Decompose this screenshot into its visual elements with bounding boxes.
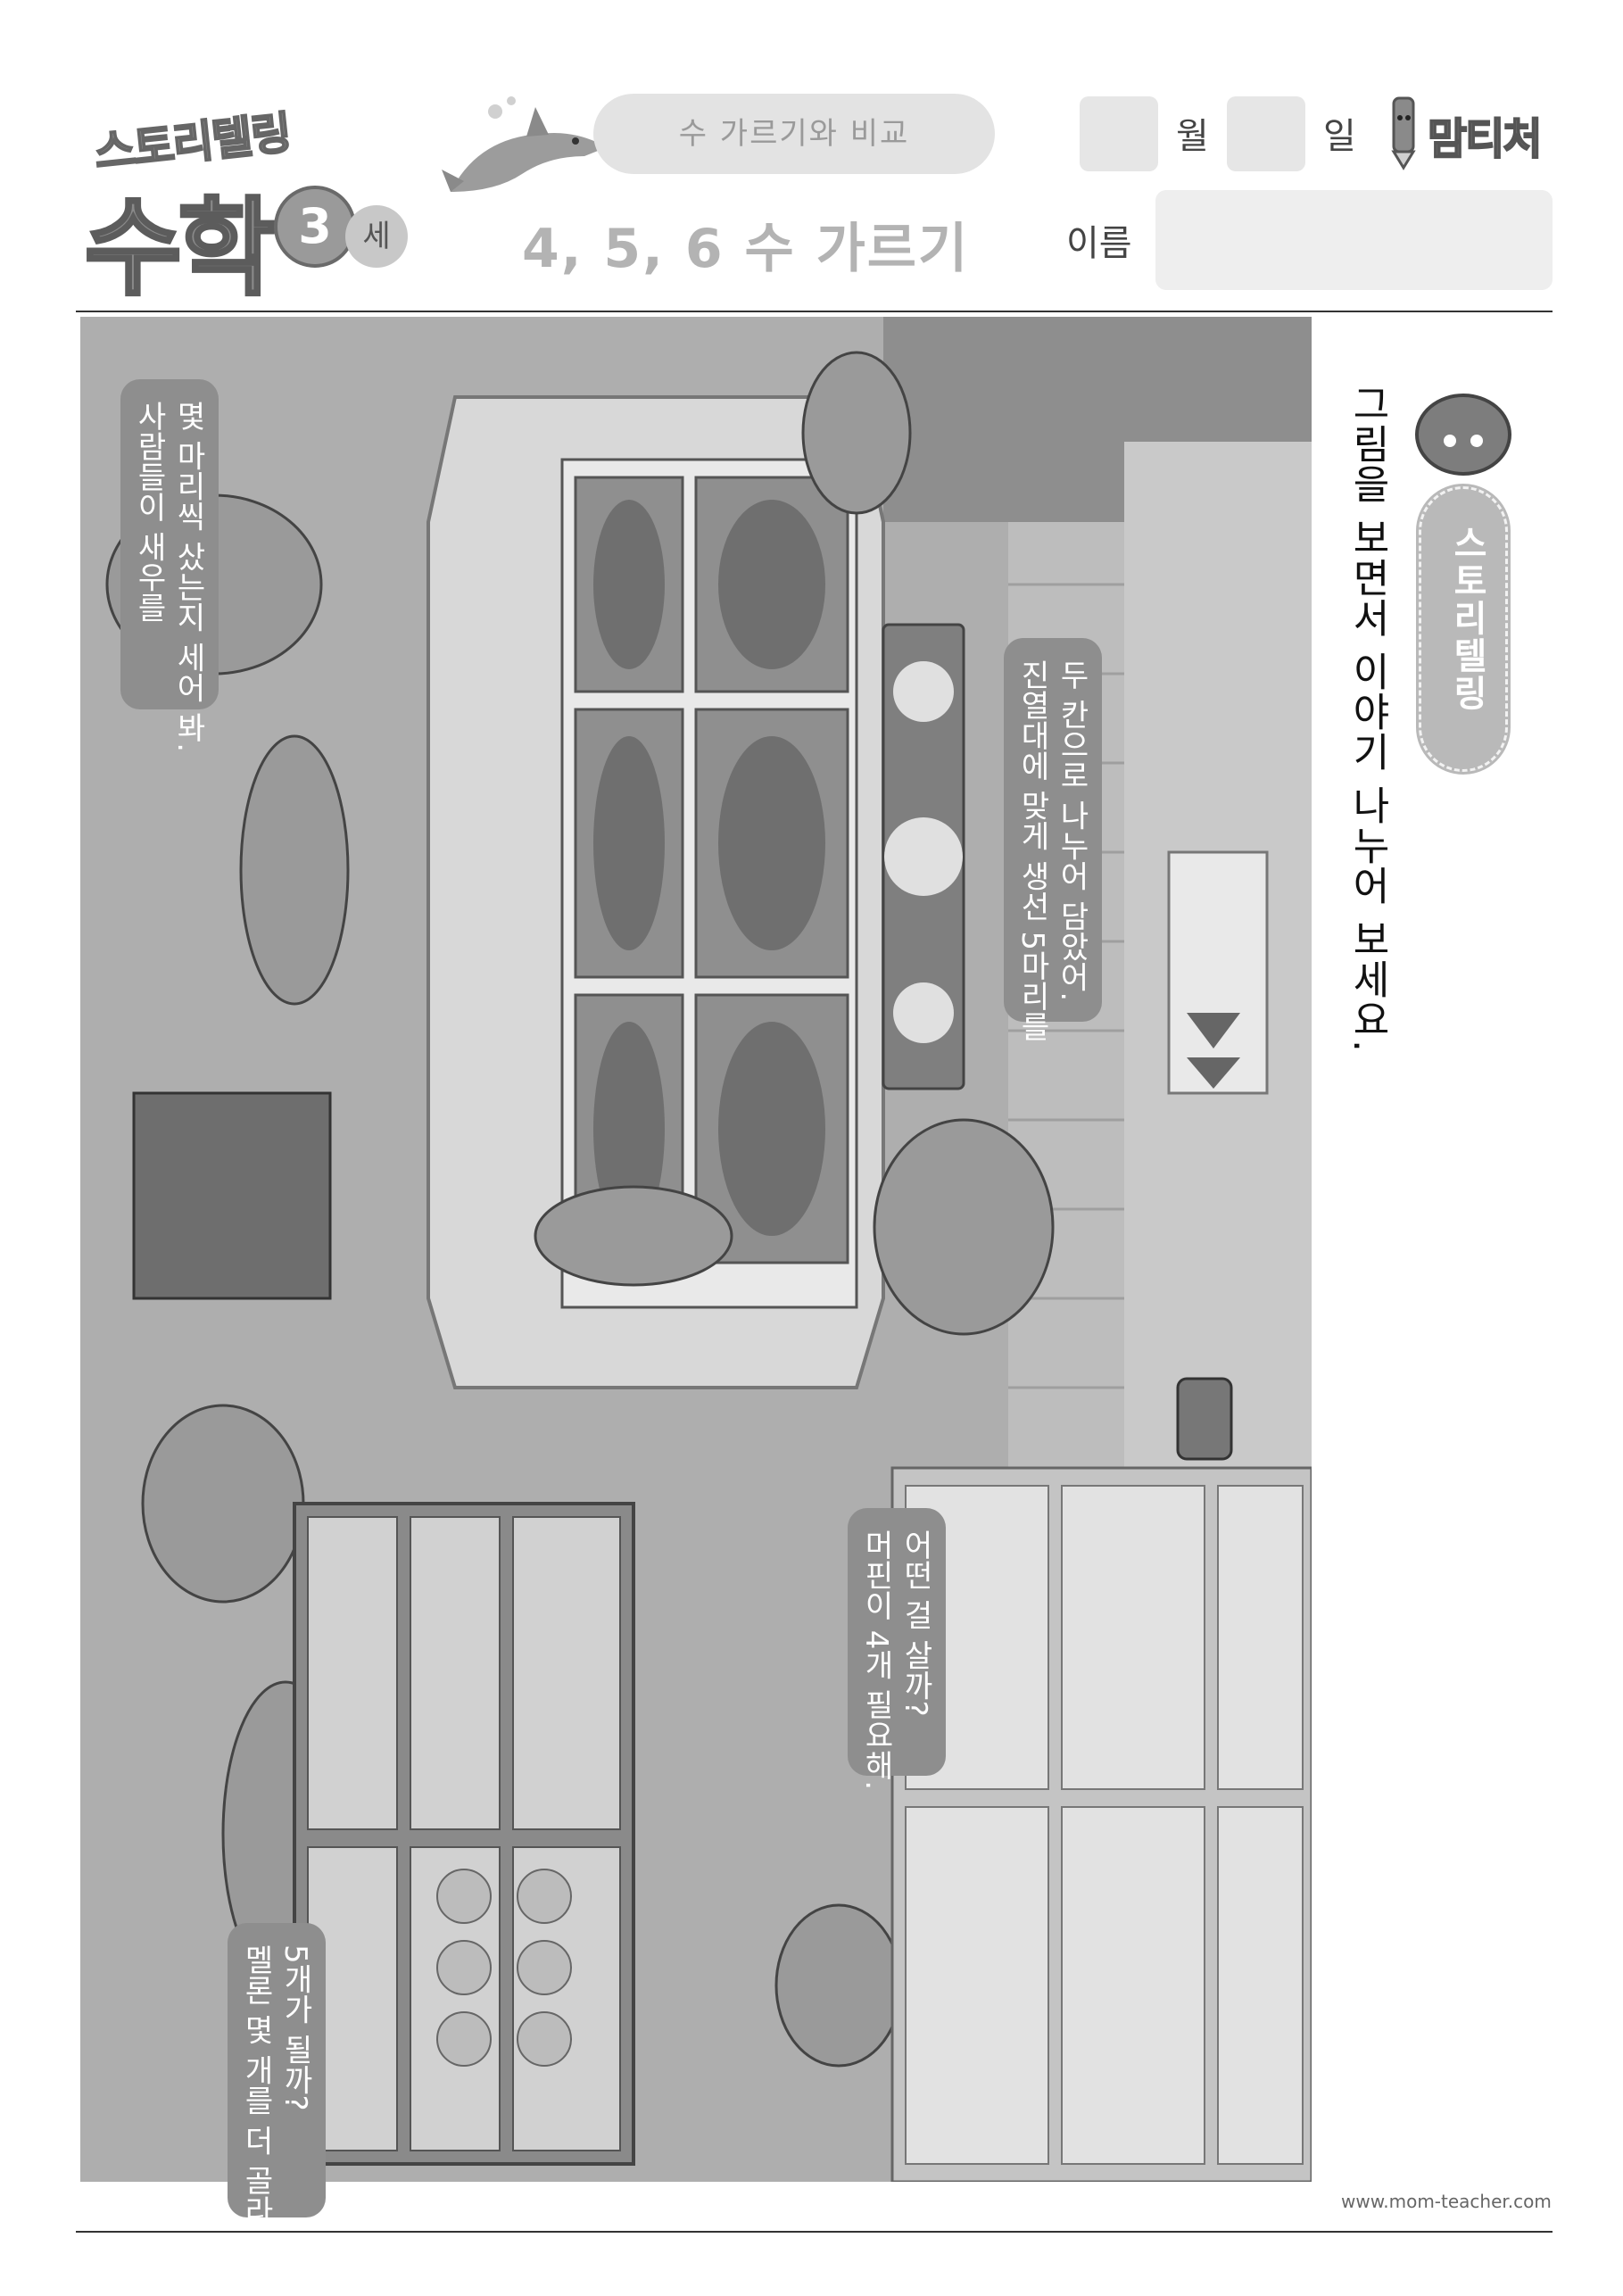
brand-logo: 맘티처: [1381, 91, 1564, 171]
age-unit: 세: [345, 205, 408, 268]
helmet-mascot-icon: [1415, 394, 1511, 476]
month-field[interactable]: [1080, 96, 1158, 171]
speech-bubble-shrimp: 사람들이 새우를 몇 마리씩 샀는지 세어 봐.: [120, 379, 219, 752]
name-field[interactable]: [1155, 190, 1553, 290]
speech-bubble-melon: 멜론 몇 개를 더 골라야 5개가 될까?: [228, 1923, 326, 2256]
speech-bubble-muffin-line-1: 머핀이 4개 필요해.: [858, 1529, 894, 1791]
pencil-mascot-icon: [1391, 96, 1416, 170]
lesson-title: 4, 5, 6 수 가르기: [522, 218, 970, 280]
storytelling-badge-label: 스토리텔링: [1446, 525, 1487, 712]
speech-bubble-muffin-line-2: 어떤 걸 살까?: [898, 1529, 933, 1717]
speech-bubble-shrimp-line-1: 사람들이 새우를: [131, 401, 167, 623]
series-big-title: 수학: [83, 185, 277, 311]
speech-bubble-muffin: 머핀이 4개 필요해. 어떤 걸 살까?: [848, 1508, 946, 1790]
speech-bubble-fish-line-2: 두 칸으로 나누어 담았어.: [1054, 659, 1089, 1002]
brand-name: 맘티처: [1427, 113, 1543, 165]
storytelling-badge: 스토리텔링: [1416, 484, 1511, 775]
speech-bubble-melon-line-1: 멜론 몇 개를 더 골라야: [238, 1944, 274, 2257]
topic-pill: 수 가르기와 비교: [593, 94, 995, 174]
speech-bubble-fish: 진열대에 맞게 생선 5마리를 두 칸으로 나누어 담았어.: [1004, 638, 1102, 1041]
speech-bubble-fish-line-1: 진열대에 맞게 생선 5마리를: [1014, 659, 1050, 1042]
dolphin-illustration: [442, 96, 607, 192]
speech-bubble-shrimp-line-2: 몇 마리씩 샀는지 세어 봐.: [170, 401, 206, 753]
age-number: 3: [274, 186, 356, 268]
market-illustration: [80, 317, 1312, 2182]
day-field[interactable]: [1227, 96, 1305, 171]
name-label: 이름: [1066, 223, 1132, 264]
footer-url: www.mom-teacher.com: [1341, 2191, 1552, 2212]
footer-divider: [76, 2231, 1553, 2233]
month-label: 월: [1176, 116, 1209, 157]
day-label: 일: [1323, 116, 1356, 157]
speech-bubble-melon-line-2: 5개가 될까?: [277, 1944, 313, 2111]
instruction-text: 그림을 보면서 이야기 나누어 보세요.: [1345, 384, 1390, 1053]
header-divider: [76, 311, 1553, 312]
series-logo: 스토리텔링 수학 3 세: [83, 106, 408, 311]
